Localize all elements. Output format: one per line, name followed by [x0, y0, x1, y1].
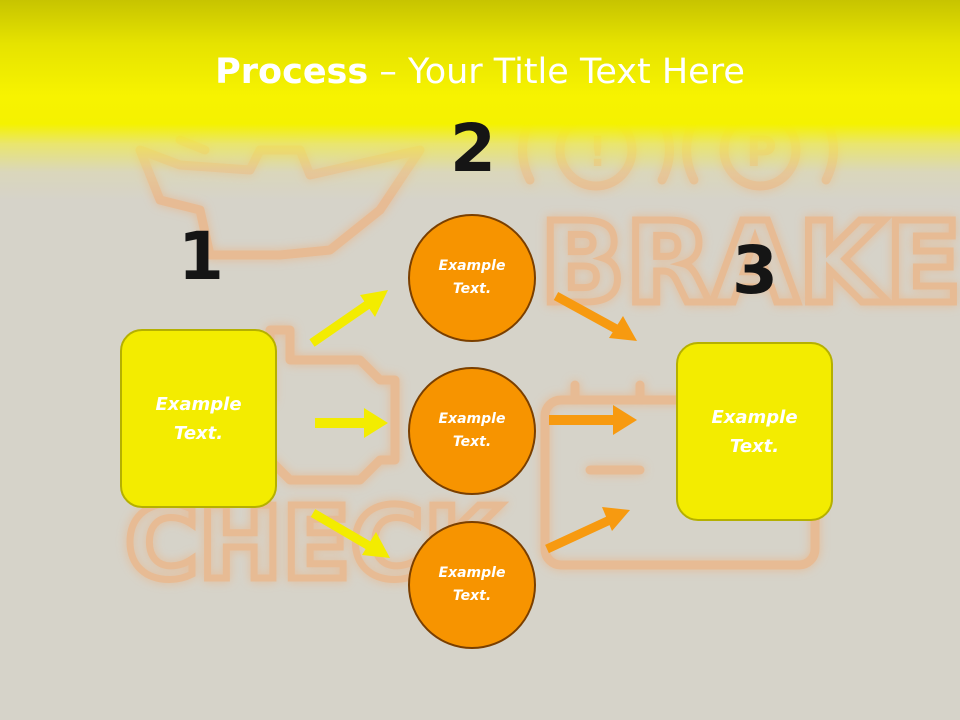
circle-middle-text: Example Text. — [438, 411, 506, 450]
output-box-text: Example Text. — [711, 406, 798, 457]
header-band — [0, 0, 960, 200]
slide-title: Process – Your Title Text Here — [0, 52, 960, 92]
input-box: Example Text. — [120, 329, 277, 508]
process-circle-bottom: Example Text. — [408, 521, 536, 649]
step-number-3: 3 — [732, 232, 778, 309]
output-box: Example Text. — [676, 342, 833, 521]
input-box-text: Example Text. — [155, 393, 242, 444]
step-number-2: 2 — [450, 110, 496, 187]
engine-icon — [255, 325, 400, 485]
circle-top-text: Example Text. — [438, 258, 506, 297]
process-circle-middle: Example Text. — [408, 367, 536, 495]
circle-bottom-text: Example Text. — [438, 565, 506, 604]
title-bold: Process — [215, 52, 369, 92]
title-rest: – Your Title Text Here — [368, 52, 745, 92]
process-circle-top: Example Text. — [408, 214, 536, 342]
step-number-1: 1 — [178, 218, 224, 295]
